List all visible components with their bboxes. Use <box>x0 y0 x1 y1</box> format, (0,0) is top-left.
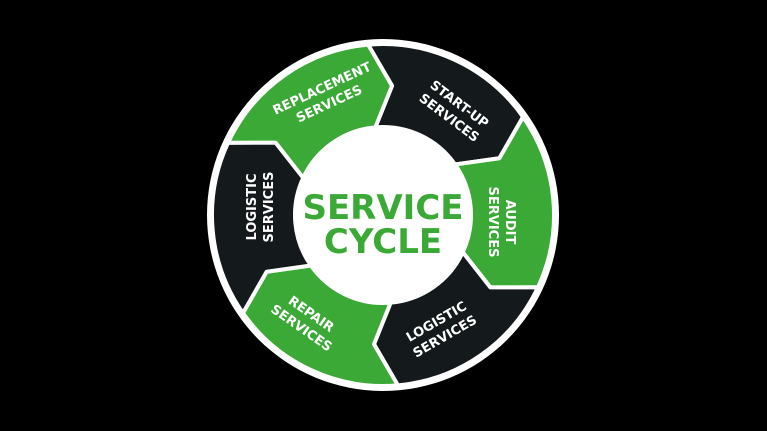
segment-label-line2: SERVICES <box>262 172 277 243</box>
center-title-line2: CYCLE <box>324 222 442 262</box>
segment-label-line1: AUDIT <box>502 200 517 245</box>
segment-arrow-6 <box>226 42 395 180</box>
center-circle <box>297 129 469 301</box>
segment-label-line1: LOGISTIC <box>245 174 260 241</box>
center-title-line1: SERVICE <box>302 188 463 228</box>
segment-label-line2: SERVICES <box>485 187 500 258</box>
